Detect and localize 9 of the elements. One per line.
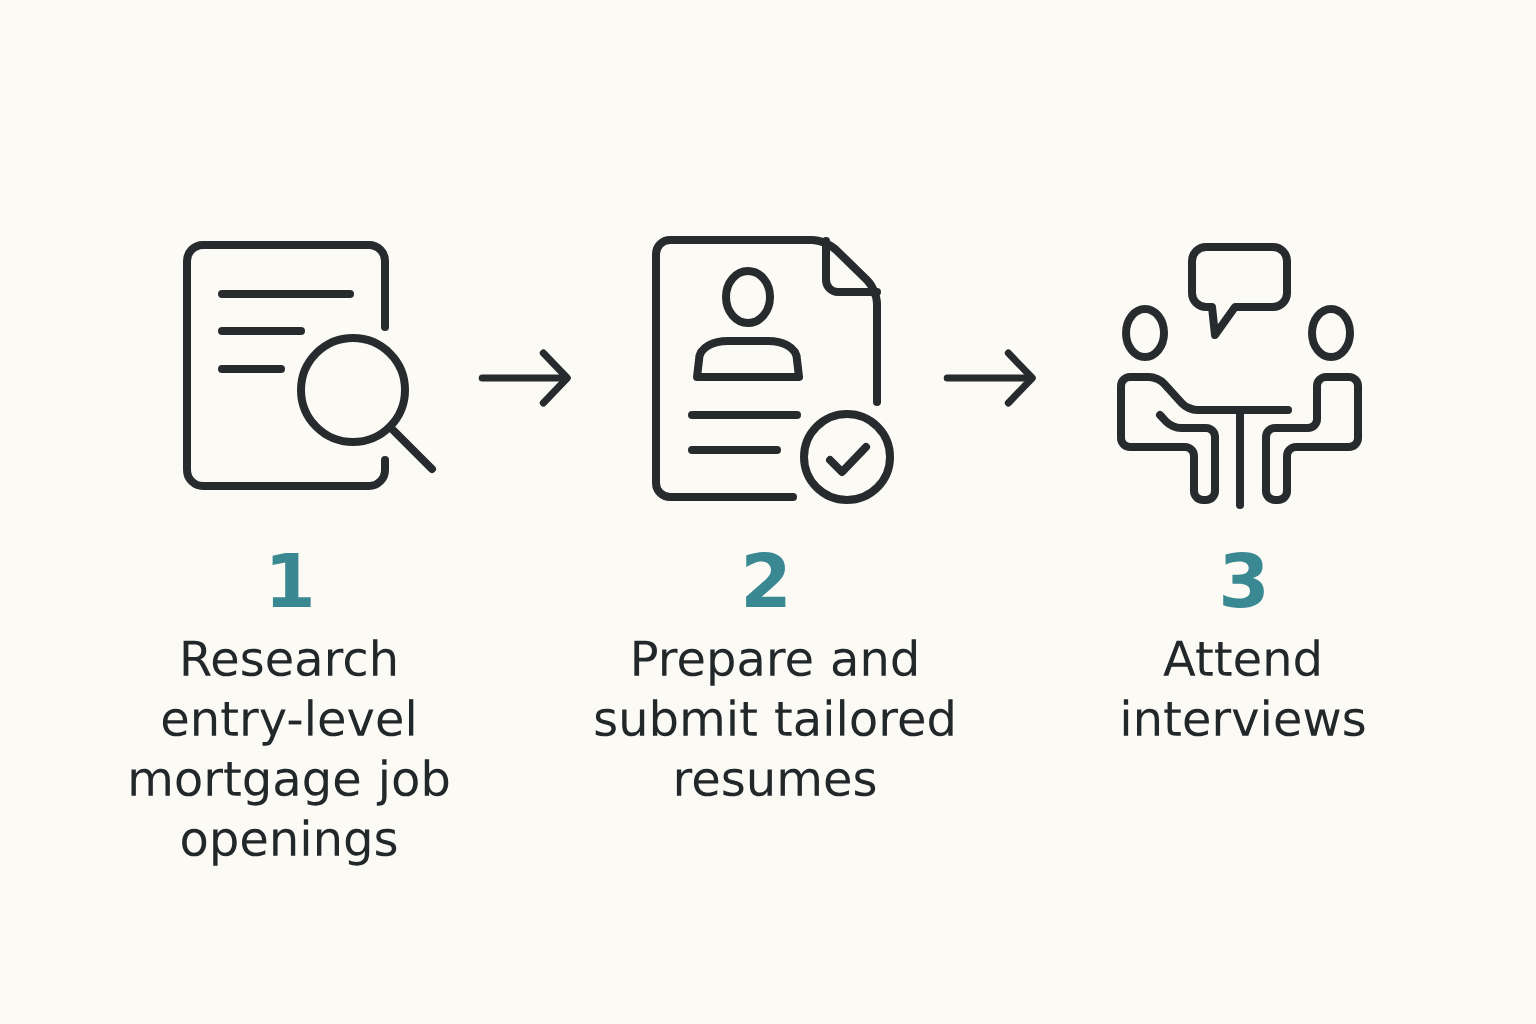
meeting-icon: [1117, 243, 1362, 509]
step-number: 2: [746, 552, 786, 607]
step-number: 3: [1223, 552, 1264, 609]
step-description: Research entry-level mortgage job openings: [131, 639, 449, 866]
step-description: Attend interviews: [1123, 639, 1365, 737]
resume-checkmark-icon: [652, 236, 894, 504]
step-number: 1: [272, 553, 311, 607]
document-search-icon: [183, 241, 436, 490]
step-description: Prepare and submit tailored resumes: [595, 639, 953, 797]
